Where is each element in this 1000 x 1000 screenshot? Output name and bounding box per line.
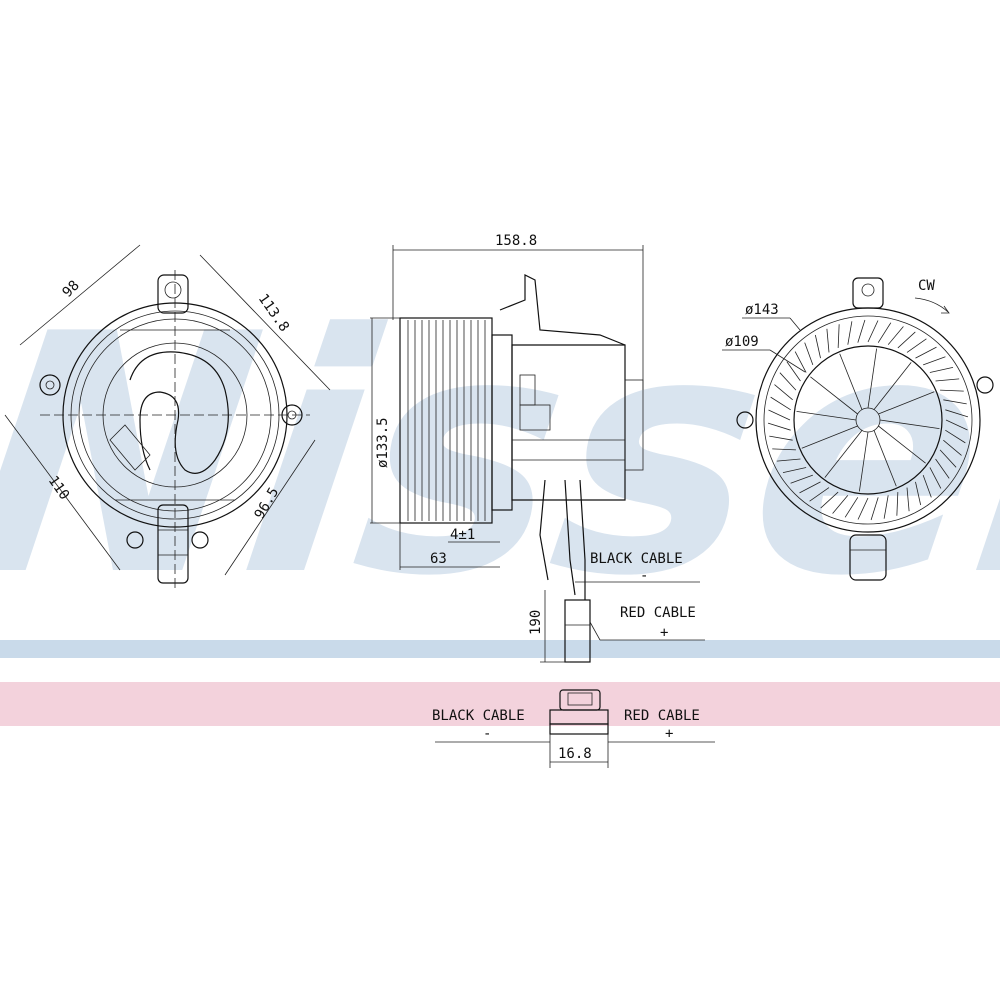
rear-vanes bbox=[767, 319, 969, 521]
rear-inner-ring bbox=[793, 345, 943, 495]
connector-plug bbox=[549, 689, 609, 735]
dim-16-8: 16.8 bbox=[558, 746, 592, 762]
dim-190: 190 bbox=[528, 610, 544, 635]
side-red-cable-sign: + bbox=[660, 625, 668, 641]
front-top-tab bbox=[157, 274, 189, 314]
dim-158-8: 158.8 bbox=[495, 233, 537, 249]
rear-spokes bbox=[796, 348, 940, 492]
rear-left-lug bbox=[736, 411, 754, 429]
connector-view: BLACK CABLE - RED CABLE + 16.8 bbox=[432, 689, 715, 768]
side-fan-wheel bbox=[399, 317, 493, 524]
conn-red-cable-sign: + bbox=[665, 726, 673, 742]
dim-4-1: 4±1 bbox=[450, 527, 475, 543]
side-view: 158.8 ø133.5 4±1 63 190 BLACK CABLE - RE… bbox=[370, 233, 705, 663]
watermark: Nissens bbox=[0, 265, 1000, 649]
conn-black-cable-label: BLACK CABLE bbox=[432, 708, 525, 724]
conn-black-cable-sign: - bbox=[483, 726, 491, 742]
dim-dia-109: ø109 bbox=[725, 334, 759, 350]
dim-63: 63 bbox=[430, 551, 447, 567]
rear-bottom-connector bbox=[849, 534, 887, 581]
conn-red-cable-label: RED CABLE bbox=[624, 708, 700, 724]
pink-band bbox=[0, 682, 1000, 726]
side-plug bbox=[564, 599, 591, 663]
dim-dia-133-5: ø133.5 bbox=[375, 417, 391, 468]
side-red-cable-label: RED CABLE bbox=[620, 605, 696, 621]
dim-dia-143: ø143 bbox=[745, 302, 779, 318]
side-black-cable-label: BLACK CABLE bbox=[590, 551, 683, 567]
side-motor-body bbox=[491, 274, 644, 511]
front-bottom-connector bbox=[157, 504, 189, 584]
side-black-cable-sign: - bbox=[640, 568, 648, 584]
side-cables bbox=[539, 479, 591, 663]
rear-right-lug bbox=[976, 376, 994, 394]
blue-band bbox=[0, 640, 1000, 658]
rotation-label: CW bbox=[918, 278, 935, 294]
rear-view: CW ø143 ø109 bbox=[722, 277, 994, 581]
rear-top-tab bbox=[852, 277, 884, 309]
